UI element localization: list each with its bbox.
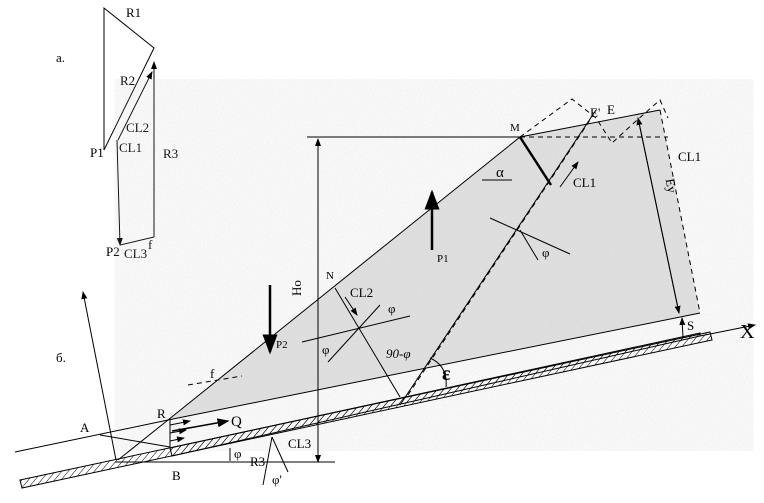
label-phi-base: φ — [234, 446, 242, 461]
force-polygon: a. R1 R2 CL2 CL1 P1 R3 P2 CL3 f — [56, 5, 178, 261]
polygon-R1-R2 — [103, 6, 155, 151]
label-alpha: α — [496, 165, 504, 181]
label-N: N — [326, 270, 334, 282]
label-CL2-a: CL2 — [126, 120, 149, 135]
arrow-Q — [171, 418, 230, 432]
label-S: S — [687, 318, 694, 333]
label-CL3-a: CL3 — [124, 246, 147, 261]
label-CL3: CL3 — [288, 436, 311, 451]
label-R3: R3 — [250, 454, 265, 469]
label-X: X — [740, 321, 755, 343]
label-Ey: Ey — [663, 177, 680, 194]
label-f-a: f — [148, 237, 153, 252]
label-E-prime: E' — [590, 105, 600, 120]
resultant-arrow — [81, 291, 117, 461]
wall-MN — [518, 136, 553, 186]
soil-wedge — [168, 110, 700, 420]
label-R3-a: R3 — [163, 146, 178, 161]
arrow-CL1 — [559, 161, 579, 188]
label-part-b: б. — [56, 350, 66, 365]
slope-body: X Ho P1 P2 S Ey CL1 CL1 M E' E α — [14, 98, 756, 489]
label-R2: R2 — [120, 73, 135, 88]
label-P2: P2 — [276, 339, 288, 351]
label-epsilon: ε — [442, 363, 451, 385]
dimension-Ey — [636, 117, 680, 314]
label-phi-prime: φ' — [272, 472, 282, 487]
label-part-a: a. — [56, 50, 65, 65]
label-M: M — [510, 122, 520, 134]
label-P1-a: P1 — [90, 145, 104, 160]
CL1-boundary — [659, 109, 701, 314]
x-axis — [699, 323, 756, 337]
label-Q: Q — [231, 414, 242, 430]
label-E: E — [607, 102, 615, 117]
label-phi-1: φ — [388, 301, 396, 316]
label-CL1-right: CL1 — [678, 149, 701, 164]
failure-line — [399, 109, 597, 406]
vector-CL2 — [117, 71, 153, 141]
label-phi-upper: φ — [542, 245, 550, 260]
vector-CL3 — [119, 236, 155, 246]
label-A: A — [80, 420, 90, 435]
vector-CL1 — [116, 139, 123, 246]
label-B: B — [172, 468, 181, 483]
label-CL2: CL2 — [350, 285, 373, 300]
label-90-minus-phi: 90-φ — [386, 346, 411, 361]
label-f: f — [210, 366, 215, 381]
line-A — [14, 419, 169, 453]
label-P2-a: P2 — [106, 244, 120, 259]
label-R1: R1 — [126, 5, 141, 20]
E-construction — [519, 98, 669, 144]
label-P1: P1 — [437, 253, 449, 265]
label-CL1: CL1 — [573, 175, 596, 190]
dimension-S — [679, 317, 686, 339]
label-phi-2: φ — [322, 342, 330, 357]
label-H0: Ho — [289, 280, 304, 296]
label-R: R — [157, 406, 166, 421]
label-CL1-a: CL1 — [119, 140, 142, 155]
